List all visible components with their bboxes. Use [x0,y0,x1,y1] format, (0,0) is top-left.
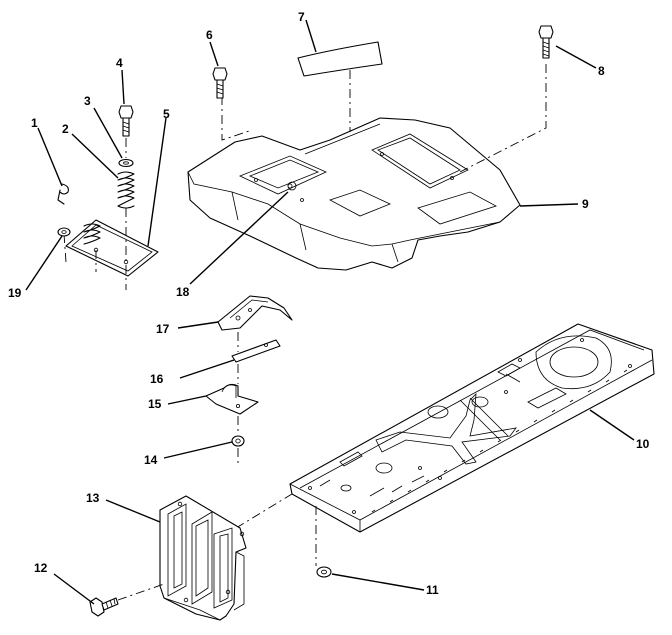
part-8-bolt [538,25,554,59]
callout-3: 3 [84,94,91,108]
part-19-nut [57,227,71,237]
part-2-spring [117,171,135,209]
callout-12: 12 [34,561,48,575]
callout-16: 16 [150,372,164,386]
part-7-decal [297,41,383,77]
callout-11: 11 [426,583,439,597]
callout-4: 4 [116,56,123,70]
callout-17: 17 [156,322,170,336]
part-6-bolt [212,67,228,99]
part-1-clip [57,183,69,205]
part-17-bracket [217,295,293,331]
callout-19: 19 [8,286,22,300]
part-4-bolt [118,105,134,137]
callout-10: 10 [636,437,650,451]
callout-labels: 1 2 3 4 5 6 7 8 9 10 11 12 13 14 15 16 1… [8,10,650,597]
part-10-frame [289,323,655,533]
part-3-washer [118,158,134,168]
callout-9: 9 [582,197,589,211]
part-14-nut [231,435,245,447]
part-16-strap [231,339,281,363]
part-12-bolt [89,597,119,617]
callout-6: 6 [206,28,213,42]
callout-8: 8 [598,64,605,78]
part-9-body-panel [187,117,521,271]
part-11-nut [316,566,332,578]
callout-5: 5 [163,107,170,121]
callout-13: 13 [86,491,100,505]
part-5-mounting-plate [65,219,159,277]
callout-18: 18 [176,285,190,299]
callout-7: 7 [298,10,305,24]
callout-14: 14 [144,453,158,467]
part-13-hitch-plate [159,495,247,621]
leader-lines [25,19,635,605]
callout-15: 15 [148,397,162,411]
part-15-clamp [205,383,259,415]
callout-1: 1 [31,116,38,130]
callout-2: 2 [62,122,69,136]
